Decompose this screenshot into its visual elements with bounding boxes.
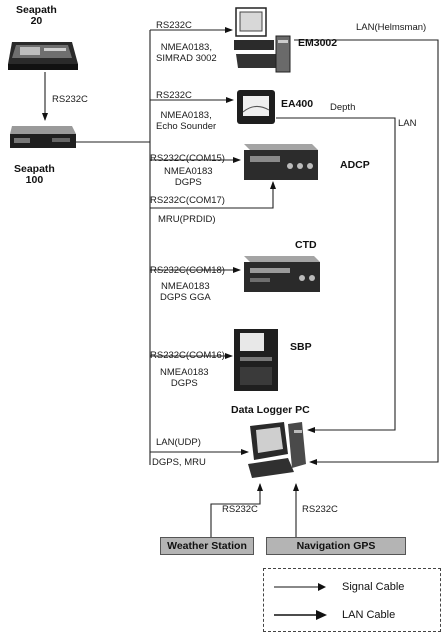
em3002-computer-icon [234, 7, 291, 73]
lan-label: LAN [398, 118, 417, 129]
weather-station-label: Weather Station [167, 540, 247, 552]
legend-lan-row: LAN Cable [272, 609, 395, 621]
ctd-label: CTD [295, 239, 317, 251]
signal-arrow-icon [274, 583, 326, 591]
adcp-com17-label: RS232C(COM17) [150, 195, 225, 206]
weather-rs232-line [210, 483, 263, 537]
adcp-device-icon [244, 144, 318, 180]
navigation-gps-label: Navigation GPS [296, 540, 376, 552]
gps-rs232-label: RS232C [302, 504, 338, 515]
seapath-rs232-label: RS232C [52, 94, 88, 105]
navigation-gps-box: Navigation GPS [266, 537, 406, 555]
lan-helmsman-label: LAN(Helmsman) [356, 22, 427, 33]
weather-station-box: Weather Station [160, 537, 254, 555]
ctd-com18-label: RS232C(COM18) [150, 265, 225, 276]
sbp-device-icon [234, 329, 278, 391]
adcp-label: ADCP [340, 159, 370, 171]
legend: Signal Cable LAN Cable [263, 568, 441, 632]
data-logger-pc-icon [248, 422, 306, 478]
em3002-label: EM3002 [298, 37, 338, 49]
legend-lan-label: LAN Cable [342, 609, 396, 621]
ea400-label: EA400 [281, 98, 314, 110]
seapath100-device-icon [10, 126, 76, 148]
em3002-nmea-label: NMEA0183, SIMRAD 3002 [156, 42, 217, 64]
seapath20-label: Seapath 20 [16, 4, 57, 27]
ctd-device-icon [244, 256, 320, 292]
adcp-com15-label: RS232C(COM15) [150, 153, 225, 164]
adcp-nmea-label: NMEA0183 DGPS [164, 166, 213, 188]
adcp-com17-line [150, 181, 276, 209]
sbp-nmea-label: NMEA0183 DGPS [160, 367, 209, 389]
lan-udp-label: LAN(UDP) [156, 437, 201, 448]
ea400-rs232-label: RS232C [156, 90, 192, 101]
lan-arrow-icon [274, 610, 327, 620]
ea400-device-icon [237, 90, 275, 124]
ea400-depth-lan-line [276, 117, 396, 433]
depth-label: Depth [330, 102, 356, 113]
sbp-com16-label: RS232C(COM16) [150, 350, 225, 361]
legend-signal-label: Signal Cable [342, 581, 405, 593]
data-logger-label: Data Logger PC [231, 404, 310, 416]
lan-helmsman-line [294, 39, 439, 465]
legend-signal-row: Signal Cable [272, 581, 404, 593]
seapath100-label: Seapath 100 [14, 163, 55, 186]
ea400-nmea-label: NMEA0183, Echo Sounder [156, 110, 217, 132]
em3002-rs232-label: RS232C [156, 20, 192, 31]
seapath20-device-icon [8, 42, 78, 70]
mru-label: MRU(PRDID) [158, 214, 216, 225]
dgps-mru-label: DGPS, MRU [152, 457, 206, 468]
ctd-nmea-label: NMEA0183 DGPS GGA [160, 281, 211, 303]
weather-rs232-label: RS232C [222, 504, 258, 515]
sbp-label: SBP [290, 341, 312, 353]
